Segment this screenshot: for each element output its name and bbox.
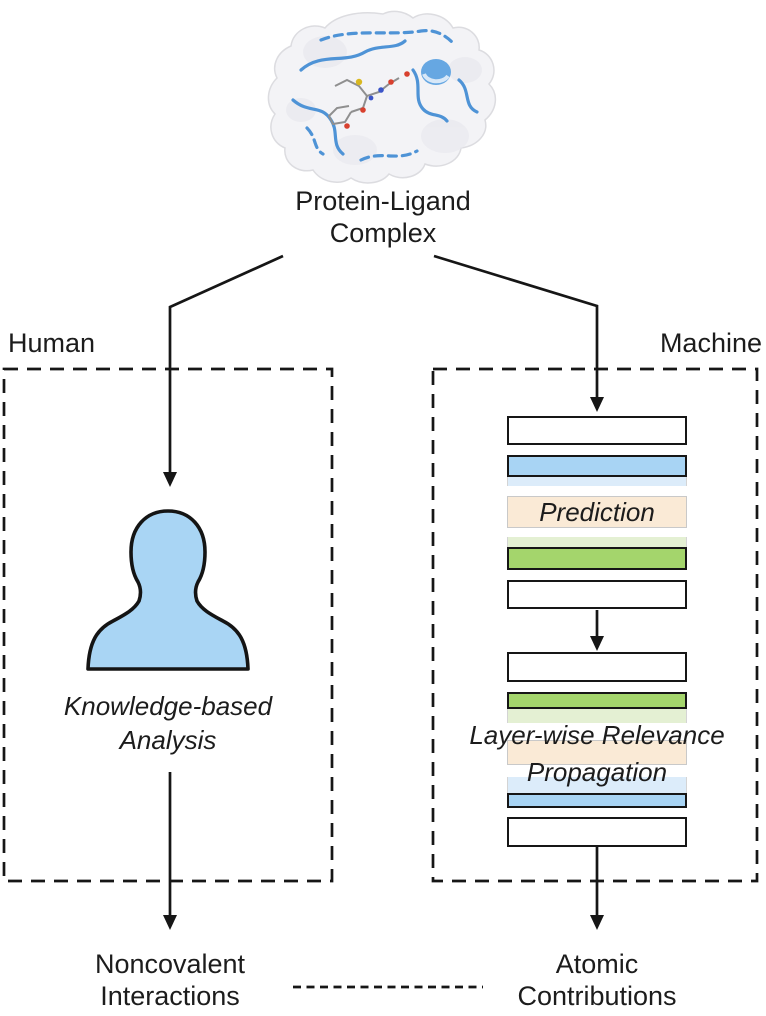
title-line1: Protein-Ligand: [295, 186, 471, 216]
title-line2: Complex: [329, 218, 437, 248]
layer-wise-relevance-propagation-label: Layer-wise Relevance Propagation: [469, 717, 724, 791]
ligand-atoms: [344, 71, 410, 129]
human-label: Human: [8, 328, 96, 358]
human-output-line2: Interactions: [100, 981, 240, 1011]
lrp-bottom-layer: [507, 817, 687, 847]
lrp-line2: Propagation: [526, 757, 668, 787]
arrow-complex-to-human: [168, 254, 284, 473]
person-silhouette-icon: [86, 509, 250, 671]
lrp-layer-blue: [507, 793, 687, 808]
arrow-complex-to-machine: [433, 254, 599, 398]
protein-ligand-complex-label: Protein-Ligand Complex: [295, 185, 471, 249]
lrp-line1: Layer-wise Relevance: [469, 720, 725, 750]
nn-layer-green-fade: [507, 537, 687, 547]
analysis-line1: Knowledge-based: [63, 691, 273, 721]
protein-structure-icon: [267, 10, 497, 184]
prediction-label: Prediction: [539, 496, 655, 527]
nn-layer-blue-fade: [507, 477, 687, 486]
prediction-layer: Prediction: [507, 496, 687, 528]
helix-icon: [421, 59, 451, 85]
machine-output-line2: Contributions: [517, 981, 677, 1011]
human-output-line1: Noncovalent: [94, 949, 246, 979]
nn-output-layer: [507, 580, 687, 609]
lrp-layer-green: [507, 692, 687, 709]
machine-label: Machine: [659, 328, 762, 358]
nn-input-layer: [507, 416, 687, 445]
noncovalent-interactions-label: Noncovalent Interactions: [95, 948, 245, 1012]
atomic-contributions-label: Atomic Contributions: [517, 948, 676, 1012]
lrp-top-layer: [507, 652, 687, 682]
nn-layer-green: [507, 547, 687, 570]
analysis-line2: Analysis: [119, 725, 217, 755]
machine-output-line1: Atomic: [555, 949, 639, 979]
knowledge-based-analysis-label: Knowledge-based Analysis: [64, 689, 272, 757]
nn-layer-blue: [507, 455, 687, 477]
